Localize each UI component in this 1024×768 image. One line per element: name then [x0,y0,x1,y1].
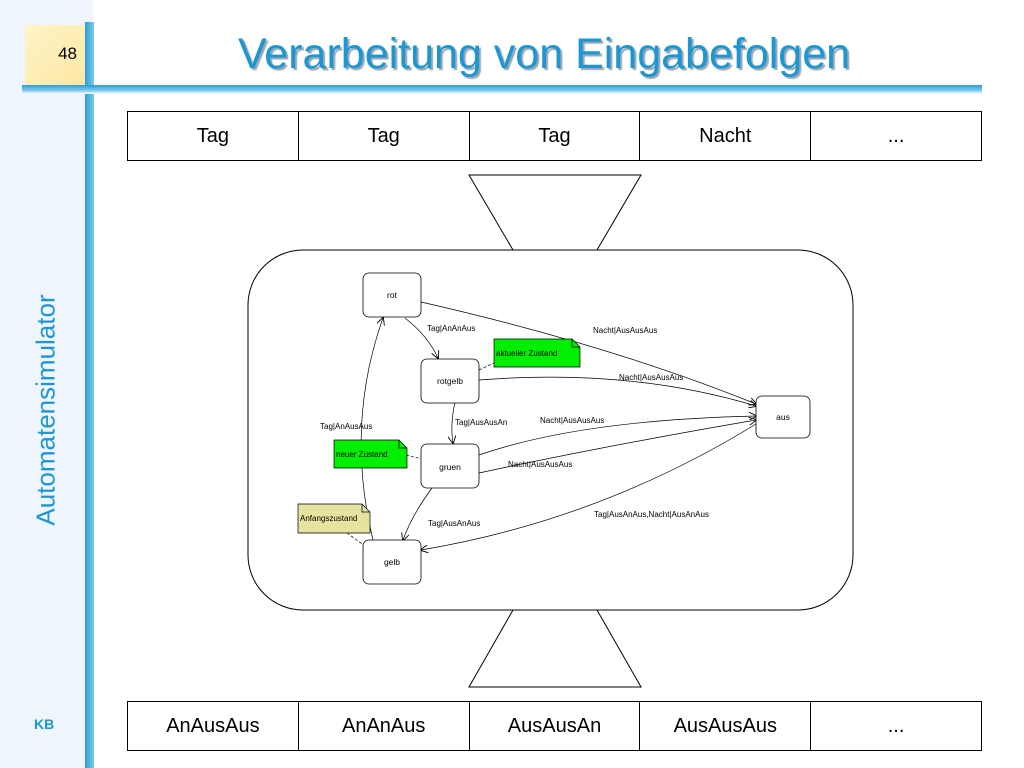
sidebar-background [0,0,93,768]
edge-rot-rotgelb [404,317,438,358]
edge-label: Tag|AusAnAus,Nacht|AusAnAus [594,510,709,519]
edge-label: Tag|AnAusAus [320,422,372,431]
input-funnel [468,174,642,251]
edge-label: Nacht|AusAusAus [508,460,572,469]
state-label: rot [387,290,398,300]
output-funnel [468,609,642,688]
output-cell: AnAnAus [299,702,470,750]
edge-label: Nacht|AusAusAus [540,416,604,425]
edge-label: Tag|AusAusAn [455,418,507,427]
slide-title: Verarbeitung von Eingabefolgen [238,30,851,78]
state-label: gruen [439,462,461,472]
note-connector-current [478,362,495,371]
state-label: gelb [384,557,400,567]
edge-rot-aus [420,301,756,404]
state-aus: aus [755,395,811,439]
note-label: neuer Zustand [336,450,388,459]
edge-gruen-gelb [403,487,433,540]
input-cell: ... [887,124,905,147]
state-rot: rot [362,272,422,318]
note-label: aktueller Zustand [496,349,557,358]
note-connector-new [405,454,423,460]
vertical-divider [85,22,94,768]
edge-label: Nacht|AusAusAus [593,326,657,335]
edge-rotgelb-aus [478,376,756,406]
slide-number: 48 [58,44,77,63]
state-rotgelb: rotgelb [420,358,480,404]
note-connector-start [346,532,366,547]
output-cell: ... [887,714,905,737]
note-label: Anfangszustand [300,514,357,523]
state-label: rotgelb [437,376,463,386]
edge-label: Tag|AusAnAus [428,519,480,528]
output-tape: AnAusAus AnAnAus AusAusAn AusAusAus ... [127,701,982,751]
output-cell: AusAusAn [470,702,641,750]
note-new-state: neuer Zustand [333,439,408,469]
input-tape: Tag Tag Tag Nacht ... [127,111,982,161]
output-cell: AusAusAus [640,702,812,750]
input-cell: Tag [299,112,470,160]
horizontal-divider [22,85,982,94]
input-cell: Nacht [640,112,812,160]
edge-gruen-aus-upper [478,416,756,456]
edge-label: Tag|AnAnAus [427,324,475,333]
edge-aus-gelb [421,423,757,550]
state-gelb: gelb [362,539,422,585]
edge-label: Nacht|AusAusAus [619,373,683,382]
input-cell: Tag [470,112,641,160]
edge-gruen-aus-lower [478,420,756,474]
edge-rotgelb-gruen [452,401,455,443]
automaton-frame [247,249,854,611]
state-label: aus [776,412,790,422]
author-initials: KB [34,716,55,732]
input-cell: Tag [128,112,299,160]
state-gruen: gruen [420,443,480,489]
note-start-state: Anfangszustand [297,503,371,534]
note-current-state: aktueller Zustand [493,338,581,368]
slide-number-badge [25,25,88,87]
output-cell: AnAusAus [128,702,299,750]
